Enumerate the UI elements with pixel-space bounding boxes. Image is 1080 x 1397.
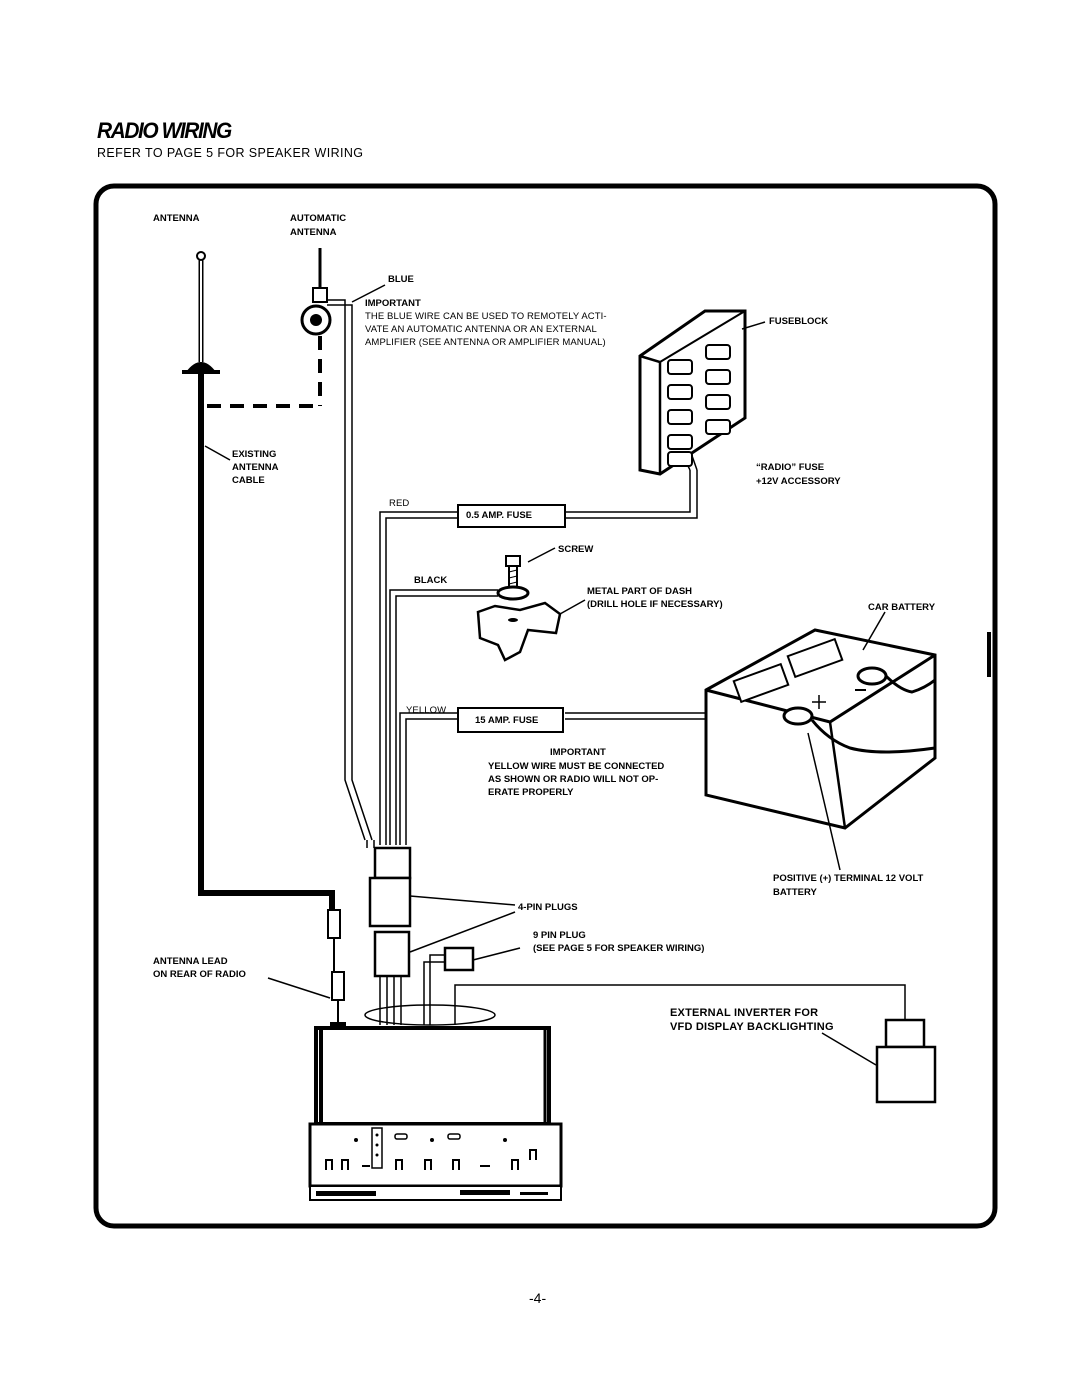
label-important-top: IMPORTANT — [365, 298, 421, 309]
important-top-line3: AMPLIFIER (SEE ANTENNA OR AMPLIFIER MANU… — [365, 337, 606, 348]
label-antenna-lead-1: ANTENNA LEAD — [153, 956, 228, 967]
important-top-line1: THE BLUE WIRE CAN BE USED TO REMOTELY AC… — [365, 311, 607, 322]
label-automatic-antenna-2: ANTENNA — [290, 227, 337, 238]
automatic-antenna-icon — [300, 248, 332, 406]
label-blue: BLUE — [388, 274, 414, 285]
metal-dash-icon — [476, 601, 562, 662]
label-antenna-lead-2: ON REAR OF RADIO — [153, 969, 246, 980]
label-important-mid: IMPORTANT — [550, 747, 606, 758]
label-automatic-antenna-1: AUTOMATIC — [290, 213, 347, 224]
page-title: RADIO WIRING — [97, 118, 232, 143]
harness-loop — [364, 1004, 496, 1026]
label-car-battery: CAR BATTERY — [868, 602, 936, 613]
label-four-pin: 4-PIN PLUGS — [518, 902, 578, 913]
page-number: -4- — [529, 1290, 547, 1306]
label-red: RED — [389, 498, 410, 509]
inverter-icon — [875, 1018, 937, 1104]
four-pin-plugs — [368, 846, 412, 978]
label-screw: SCREW — [558, 544, 594, 555]
label-nine-pin-1: 9 PIN PLUG — [533, 930, 586, 941]
nine-pin-plug — [423, 946, 475, 1025]
label-metal-dash-1: METAL PART OF DASH — [587, 586, 693, 597]
antenna-lead-connector — [327, 909, 346, 1028]
fuse-small — [457, 504, 566, 528]
car-battery-icon — [704, 628, 937, 830]
fuseblock-icon — [638, 309, 747, 476]
label-existing-1: EXISTING — [232, 449, 277, 460]
label-antenna: ANTENNA — [153, 213, 200, 224]
important-mid-line3: ERATE PROPERLY — [488, 787, 574, 798]
important-top-line2: VATE AN AUTOMATIC ANTENNA OR AN EXTERNAL — [365, 324, 597, 335]
label-metal-dash-2: (DRILL HOLE IF NECESSARY) — [587, 599, 723, 610]
page-subtitle: REFER TO PAGE 5 FOR SPEAKER WIRING — [97, 146, 364, 160]
label-radio-fuse: “RADIO” FUSE — [756, 462, 825, 473]
label-yellow: YELLOW — [406, 705, 447, 716]
radio-unit-icon — [308, 1026, 563, 1201]
antenna-icon — [182, 251, 220, 374]
label-fuse-large: 15 AMP. FUSE — [475, 715, 539, 726]
label-positive-2: BATTERY — [773, 887, 817, 898]
important-mid-line1: YELLOW WIRE MUST BE CONNECTED — [488, 761, 665, 772]
label-existing-2: ANTENNA — [232, 462, 279, 473]
black-wire — [389, 589, 498, 845]
antenna-cable — [198, 374, 335, 910]
label-inverter-2: VFD DISPLAY BACKLIGHTING — [670, 1021, 834, 1033]
label-positive-1: POSITIVE (+) TERMINAL 12 VOLT — [773, 873, 924, 884]
screw-icon — [496, 555, 530, 601]
important-mid-line2: AS SHOWN OR RADIO WILL NOT OP- — [488, 774, 659, 785]
blue-wire — [327, 284, 386, 841]
fuse-large — [457, 707, 564, 733]
label-black: BLACK — [414, 575, 448, 586]
label-fuseblock: FUSEBLOCK — [769, 316, 829, 327]
diagram-frame — [93, 183, 998, 1229]
label-fuse-small: 0.5 AMP. FUSE — [466, 510, 532, 521]
label-accessory: +12V ACCESSORY — [756, 476, 841, 487]
label-inverter-1: EXTERNAL INVERTER FOR — [670, 1007, 819, 1019]
label-nine-pin-2: (SEE PAGE 5 FOR SPEAKER WIRING) — [533, 943, 705, 954]
label-existing-3: CABLE — [232, 475, 265, 486]
